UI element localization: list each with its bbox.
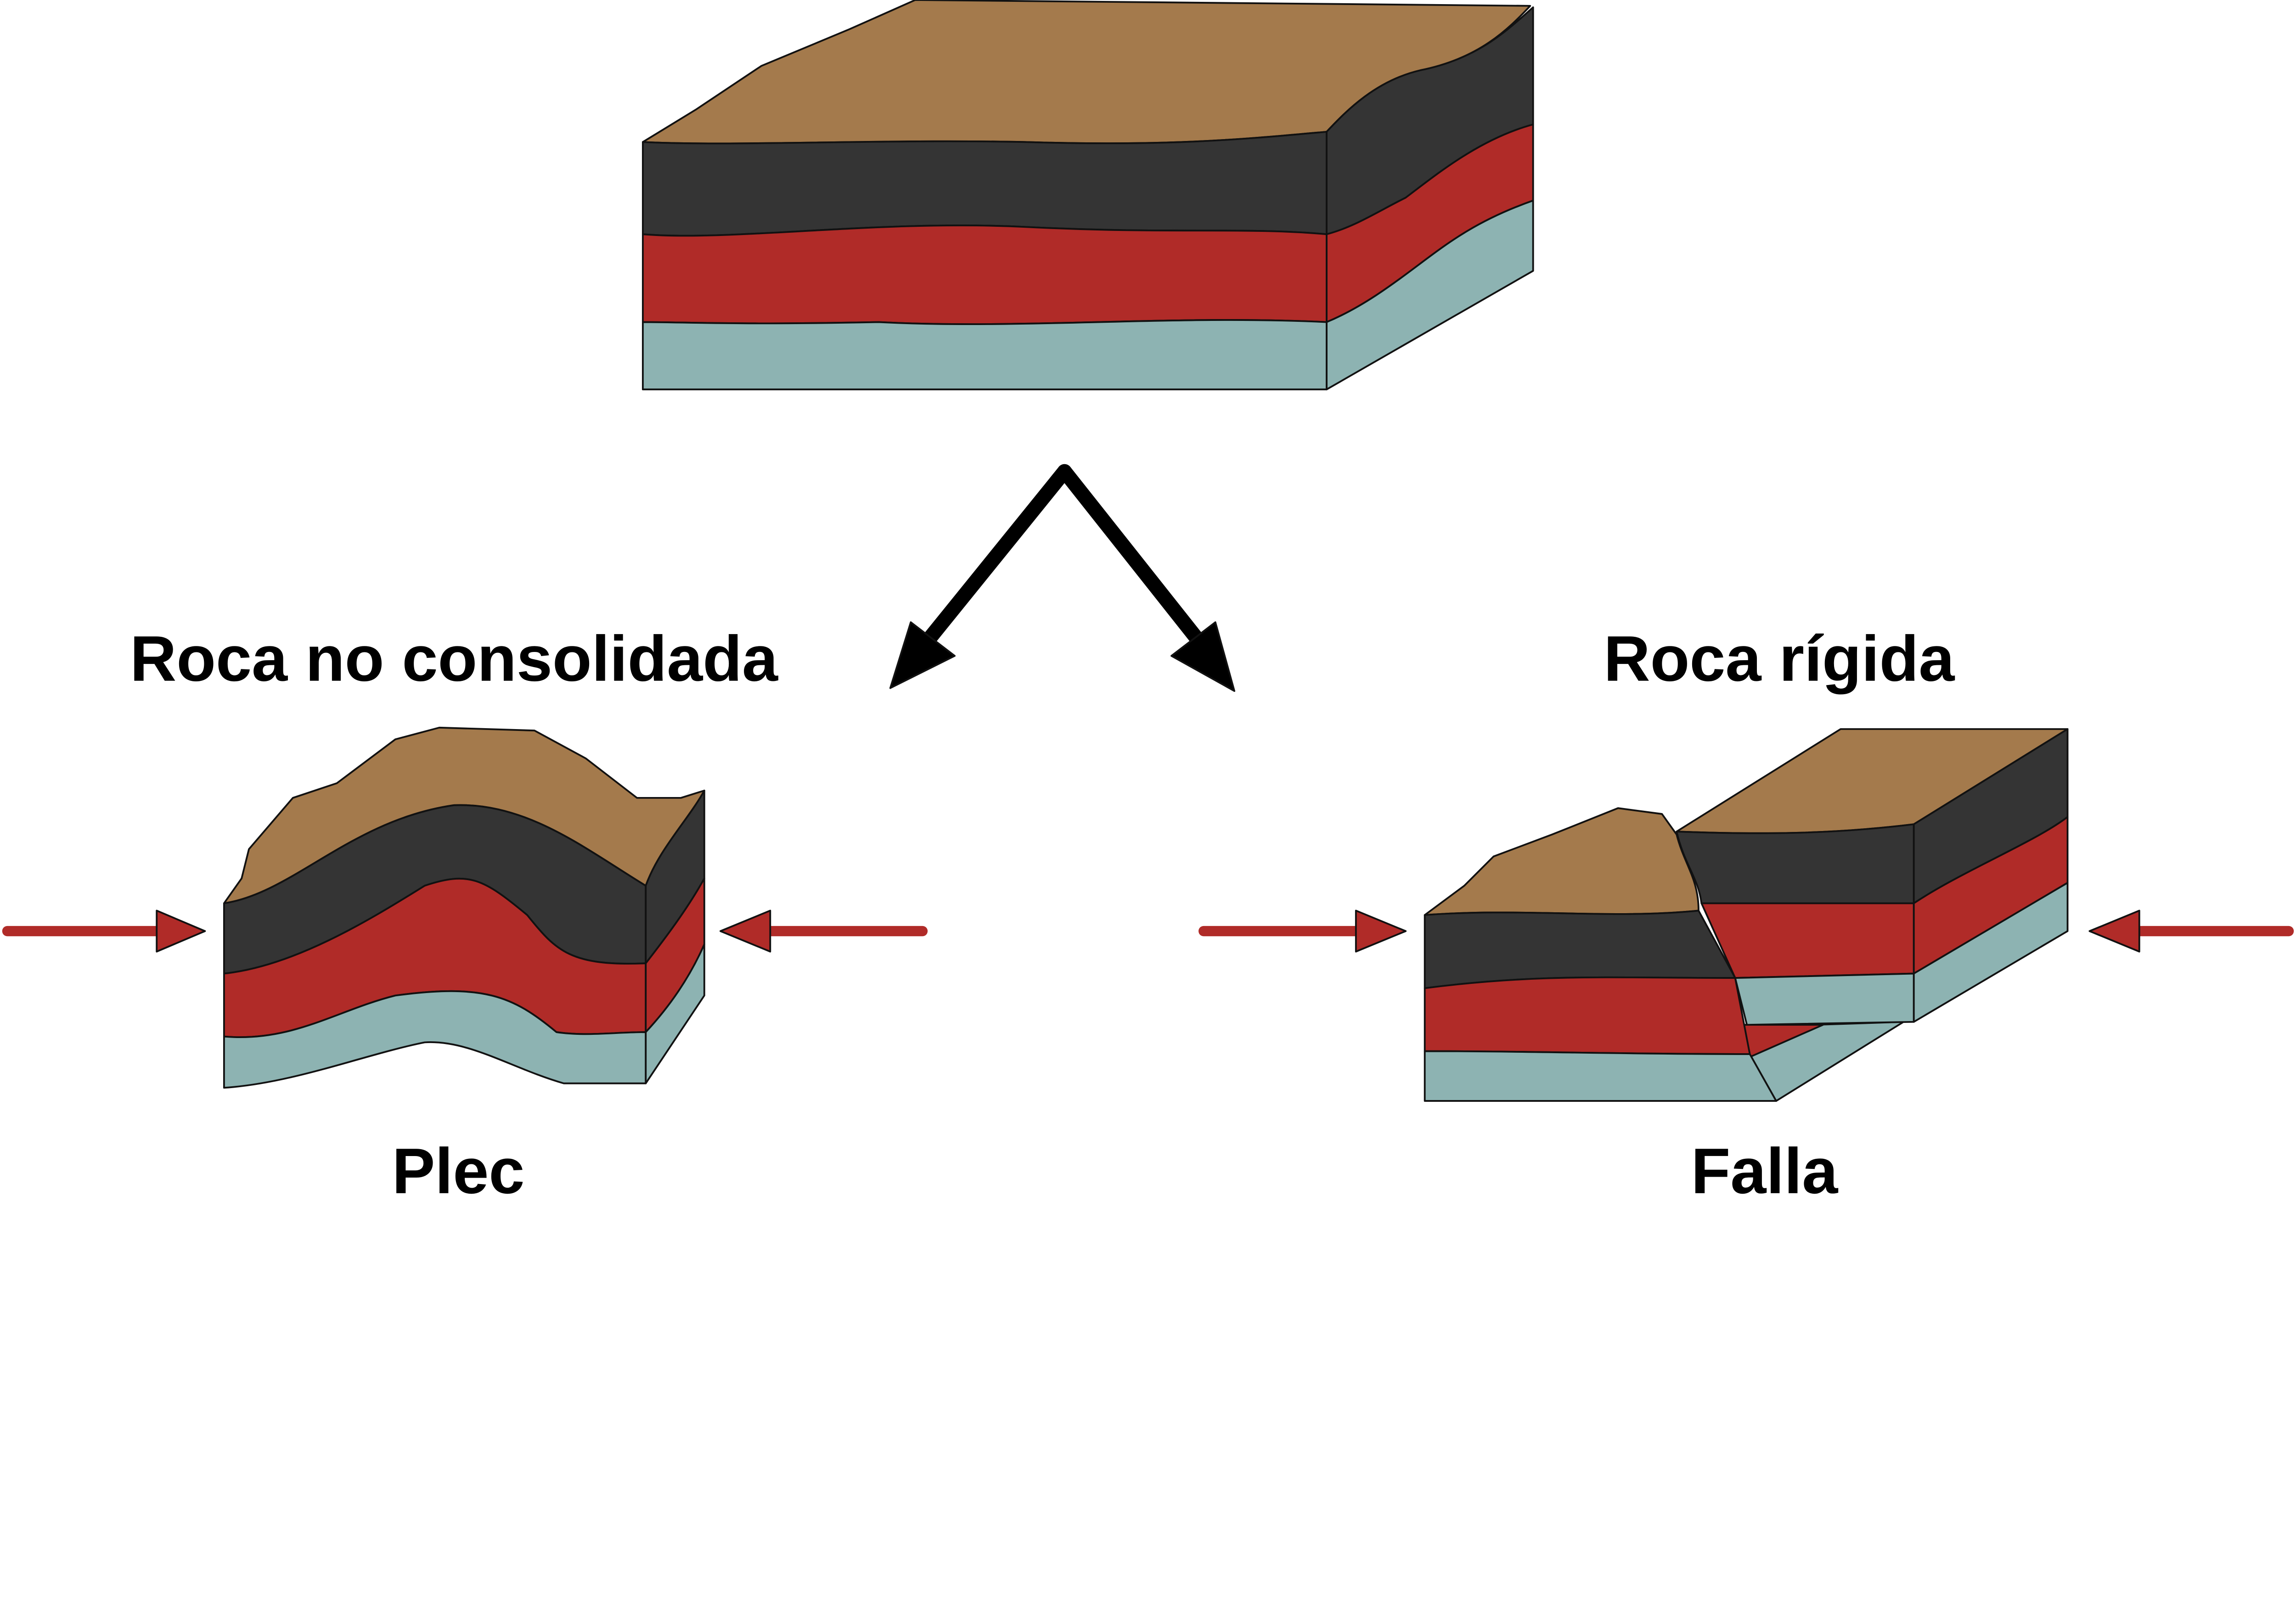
diagram-stage: Roca no consolidada Roca rígida: [2, 0, 2294, 1207]
arrow-right-shaft: [1057, 464, 1211, 655]
arrow-right-head: [1171, 621, 1236, 692]
label-fold: Plec: [392, 1135, 525, 1207]
label-rigid-rock: Roca rígida: [1604, 623, 1955, 695]
compression-arrow-right-head: [719, 910, 771, 953]
fold-compression-arrows: [2, 910, 928, 953]
compression-arrow-left-head: [156, 910, 206, 953]
branch-arrows: [889, 464, 1236, 692]
arrow-left-head: [889, 621, 956, 689]
fault-compression-arrows: [1199, 910, 2294, 953]
compression-arrow-right-head: [2088, 910, 2140, 953]
fold-block: [223, 726, 705, 1089]
fault-block: [1424, 728, 2069, 1102]
rock-deformation-diagram: Roca no consolidada Roca rígida: [2, 0, 2294, 1207]
undeformed-rock-block: [642, 0, 1534, 391]
arrow-left-shaft: [915, 464, 1072, 655]
compression-arrow-left-head: [1355, 910, 1407, 953]
label-fault: Falla: [1691, 1135, 1839, 1207]
label-unconsolidated-rock: Roca no consolidada: [130, 623, 778, 695]
